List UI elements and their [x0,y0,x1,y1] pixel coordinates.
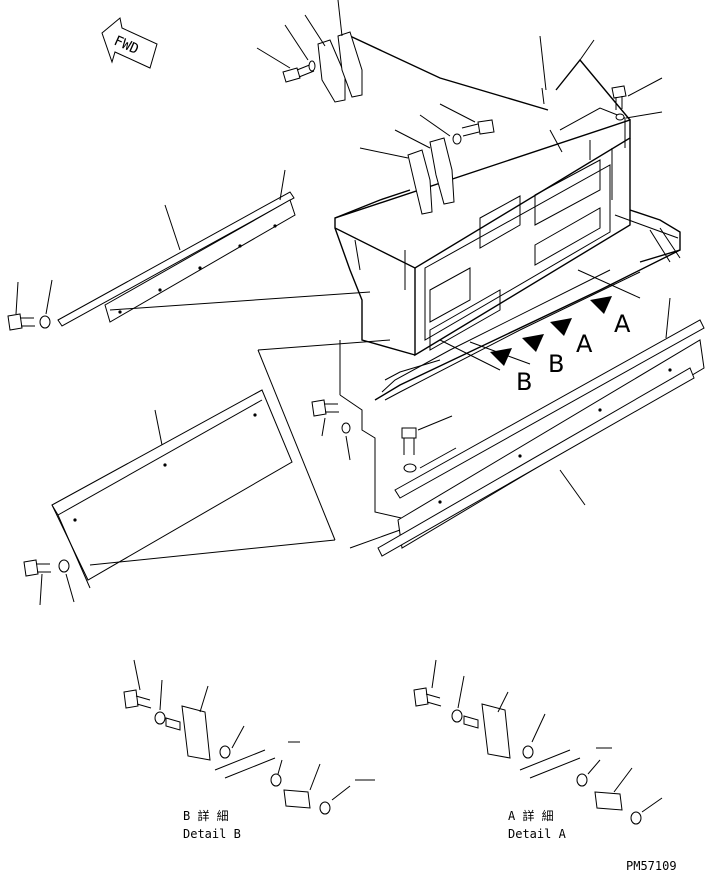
bolt-lower-left [23,559,75,606]
bolt-upper-right [539,35,663,121]
left-rails [57,169,371,327]
bolt-middle [311,399,351,461]
detail-a-jp: A 詳 細 [508,808,554,823]
bolt-lower-right [401,415,457,473]
callout-a-label: A [576,330,593,358]
upper-brackets [317,31,455,215]
callout-b-label: B [548,350,564,378]
callout-a-label: A [614,310,631,338]
bolt-upper-center [359,103,495,159]
fwd-arrow: FWD [101,17,158,69]
side-panel [51,339,391,589]
detail-b-en: Detail B [183,827,241,841]
callout-b-label: B [516,368,532,396]
detail-b-jp: B 詳 細 [183,808,229,823]
bolt-left [7,279,53,331]
right-rails [349,297,705,557]
detail-b: B 詳 細 Detail B [123,659,375,841]
bolt-upper-left [256,0,343,83]
part-code: PM57109 [626,859,677,873]
main-frame [334,35,681,521]
callout-arrows: A A B B [490,296,631,396]
detail-a: A 詳 細 Detail A [413,659,663,841]
detail-a-en: Detail A [508,827,567,841]
